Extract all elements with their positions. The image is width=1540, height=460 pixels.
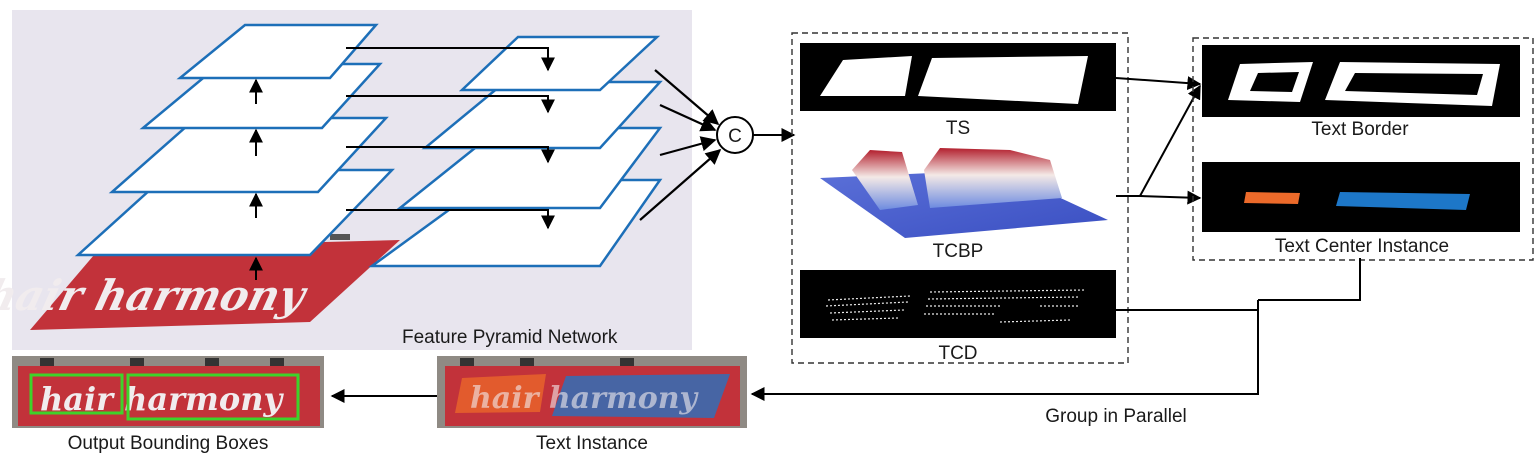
bbox-word-2 <box>126 373 300 421</box>
ts-label: TS <box>946 118 970 139</box>
instance-sign-text: hair harmony <box>470 381 700 416</box>
concat-label: C <box>728 126 742 147</box>
tcbp-map <box>820 148 1108 238</box>
lateral-connections <box>346 47 555 230</box>
bbox-word-1 <box>29 373 124 415</box>
text-center-instance-map <box>1202 162 1520 232</box>
tcd-label: TCD <box>938 343 977 364</box>
fpn-label: Feature Pyramid Network <box>402 327 618 348</box>
tcbp-label: TCBP <box>933 241 984 262</box>
fpn-sign-text: hair harmony <box>0 272 313 321</box>
text-instance-label: Text Instance <box>536 433 648 454</box>
fpn-sign-photo: hair harmony <box>0 234 400 330</box>
text-border-label: Text Border <box>1311 119 1409 140</box>
ts-map <box>800 43 1116 111</box>
text-border-map <box>1202 45 1520 117</box>
heads-to-outputs-arrows <box>1115 76 1202 205</box>
output-boxes-photo: hair harmony <box>12 356 324 428</box>
tcd-map <box>800 270 1116 338</box>
output-maps-box: Text Border Text Center Instance <box>1192 37 1534 261</box>
concat-node: C <box>716 116 754 154</box>
fpn-bottom-up-pyramid <box>74 23 395 257</box>
merge-arrows <box>639 69 722 221</box>
text-instance-photo: hair harmony <box>437 356 747 428</box>
prediction-heads-box: TS TCBP TCD <box>791 32 1129 364</box>
fpn-panel: hair harmony <box>0 10 722 350</box>
pyramid-level-4 <box>176 23 379 80</box>
text-center-instance-label: Text Center Instance <box>1275 236 1449 257</box>
fpn-top-down-pyramid <box>368 35 663 268</box>
output-boxes-label: Output Bounding Boxes <box>68 433 269 454</box>
group-in-parallel-label: Group in Parallel <box>1045 406 1187 427</box>
topdown-level-4 <box>458 35 661 92</box>
group-connector <box>750 258 1361 401</box>
